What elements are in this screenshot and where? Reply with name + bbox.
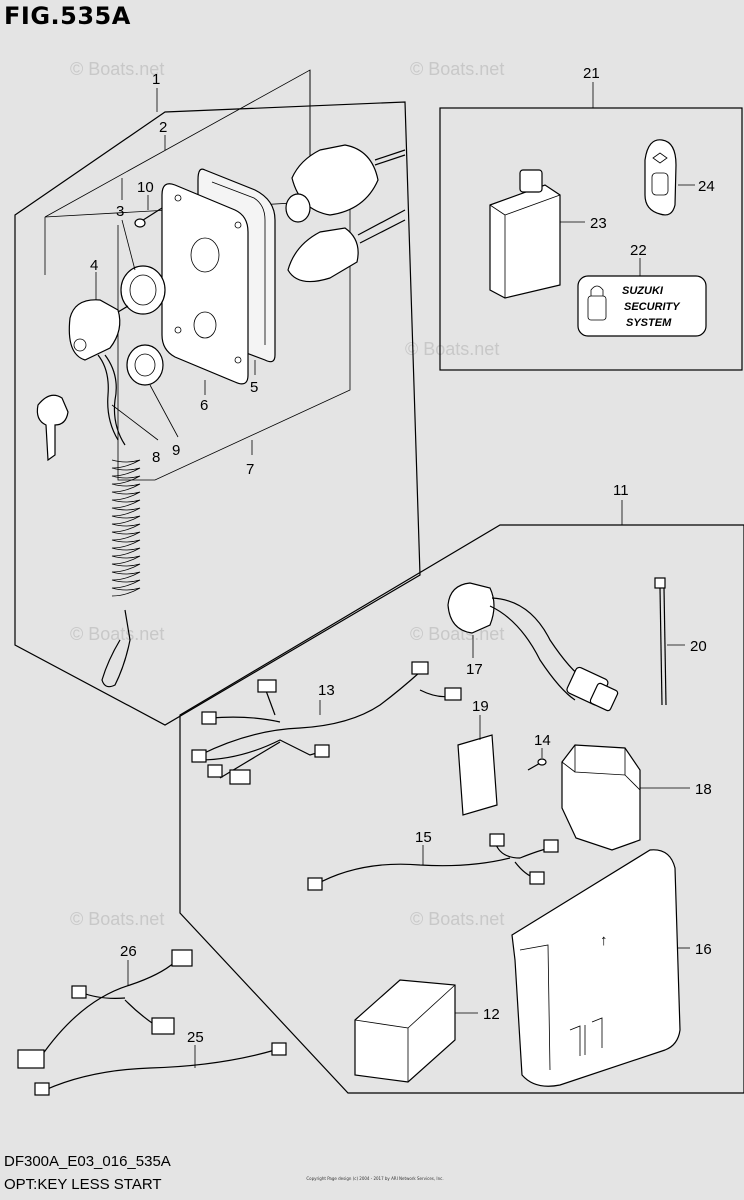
case-12	[354, 979, 456, 1083]
callout-5: 5	[250, 379, 258, 396]
nut-3	[120, 265, 166, 315]
key	[36, 394, 69, 462]
security-label-line: SECURITY	[624, 301, 681, 313]
callout-3: 3	[116, 203, 124, 220]
figure-title: FIG.535A	[4, 2, 131, 30]
harness-15	[307, 833, 559, 891]
up-arrow-mark: ↑	[600, 932, 608, 949]
module-23	[489, 169, 561, 299]
callout-11: 11	[613, 482, 629, 499]
key-fob-24	[644, 139, 677, 216]
callout-6: 6	[200, 397, 208, 414]
callout-13: 13	[318, 682, 335, 699]
callout-20: 20	[690, 638, 707, 655]
callout-24: 24	[698, 178, 715, 195]
copyright-notice: Copyright Page design (c) 2004 - 2017 by…	[306, 1176, 444, 1181]
callout-8: 8	[152, 449, 160, 466]
figure-code: DF300A_E03_016_535A	[4, 1153, 171, 1170]
callout-14: 14	[534, 732, 551, 749]
callout-1: 1	[152, 71, 160, 88]
callout-7: 7	[246, 461, 254, 478]
watermark: © Boats.net	[70, 624, 164, 644]
nut-9	[126, 344, 164, 386]
group-11-frame	[179, 524, 744, 1094]
group-7-frame	[117, 150, 351, 481]
cable-tie-20	[654, 577, 667, 706]
callouts: 1 2 3 4 5 6 7 8 9 10 11 12 13 14 15 16 1…	[90, 65, 715, 1046]
callout-21: 21	[583, 65, 600, 82]
security-label-line: SUZUKI	[622, 285, 664, 297]
screw-10	[134, 207, 163, 228]
leader-lines	[95, 82, 695, 1068]
watermarks: © Boats.net © Boats.net © Boats.net © Bo…	[70, 59, 504, 929]
callout-25: 25	[187, 1029, 204, 1046]
callout-4: 4	[90, 257, 98, 274]
callout-17: 17	[466, 661, 483, 678]
ecu-16: ↑	[511, 849, 681, 1087]
harness-26	[17, 949, 193, 1069]
plate-6	[161, 183, 249, 385]
watermark: © Boats.net	[410, 59, 504, 79]
booklet-19	[457, 734, 498, 816]
watermark: © Boats.net	[405, 339, 499, 359]
watermark: © Boats.net	[70, 59, 164, 79]
watermark: © Boats.net	[70, 909, 164, 929]
callout-2: 2	[159, 119, 167, 136]
security-label-22: SUZUKI SECURITY SYSTEM	[577, 275, 707, 337]
group-21-frame	[439, 107, 743, 371]
callout-23: 23	[590, 215, 607, 232]
group-1-frame	[14, 101, 421, 726]
harness-25	[34, 1042, 287, 1096]
callout-22: 22	[630, 242, 647, 259]
callout-19: 19	[472, 698, 489, 715]
watermark: © Boats.net	[410, 909, 504, 929]
lanyard-8	[97, 354, 141, 688]
figure-description: OPT:KEY LESS START	[4, 1176, 162, 1193]
callout-9: 9	[172, 442, 180, 459]
callout-10: 10	[137, 179, 154, 196]
connector-switch	[285, 144, 406, 283]
harness-13	[191, 661, 462, 785]
callout-18: 18	[695, 781, 712, 798]
callout-15: 15	[415, 829, 432, 846]
bolt-14	[527, 758, 547, 771]
security-label-line: SYSTEM	[626, 317, 672, 329]
switch-4	[68, 299, 129, 361]
sensor-17	[447, 582, 619, 712]
callout-16: 16	[695, 941, 712, 958]
box-18	[561, 744, 641, 851]
callout-26: 26	[120, 943, 137, 960]
callout-12: 12	[483, 1006, 500, 1023]
